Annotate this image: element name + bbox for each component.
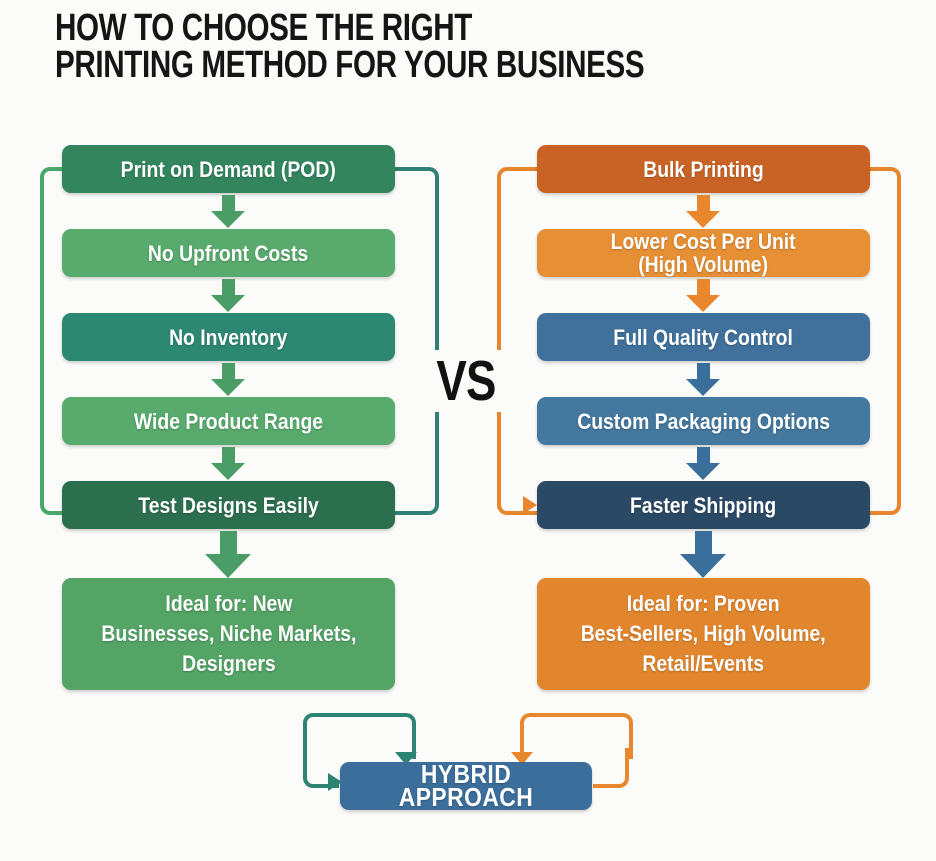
arrow-stem [221,363,235,379]
box-label: Faster Shipping [630,492,777,518]
box-label: Print on Demand (POD) [120,156,337,182]
box-label: No Upfront Costs [148,240,309,266]
connector-hybrid-arrowhead-icon [328,773,342,791]
box-label: Bulk Printing [643,156,764,182]
box-faster-shipping: Faster Shipping [537,481,870,529]
box-label: HYBRID APPROACH [398,759,534,812]
arrow-down-icon [211,195,245,228]
connector-hybrid-right-line [520,713,633,759]
connector-hybrid-arrowhead-icon [395,752,417,765]
connector-hybrid-arrowhead-icon [511,752,533,765]
vs-label: VS [424,349,508,413]
arrow-head [686,211,720,228]
box-no-inventory: No Inventory [62,313,395,361]
box-label: Full Quality Control [613,324,794,350]
connector-bulk-arrowhead-icon [523,496,537,514]
arrow-head [205,554,251,578]
box-ideal-for-bulk: Ideal for: Proven Best-Sellers, High Vol… [537,578,870,690]
arrow-down-icon [686,195,720,228]
arrow-stem [219,531,237,554]
arrow-head [686,463,720,480]
arrow-stem [696,363,710,379]
arrow-down-icon [211,363,245,396]
box-hybrid-approach: HYBRID APPROACH [340,759,592,812]
connector-hybrid-left-line [303,713,416,759]
connector-hybrid-right-line [593,748,629,788]
arrow-head [686,295,720,312]
box-lower-cost-per-unit: Lower Cost Per Unit (High Volume) [537,229,870,277]
box-label: Ideal for: Proven Best-Sellers, High Vol… [581,591,826,676]
infographic-title: HOW TO CHOOSE THE RIGHT PRINTING METHOD … [55,7,645,86]
arrow-stem [696,195,710,211]
box-test-designs-easily: Test Designs Easily [62,481,395,529]
arrow-head [211,211,245,228]
arrow-head [211,379,245,396]
connector-hybrid-left-line [303,748,339,788]
box-label: Test Designs Easily [138,492,319,518]
connector-pod-left-line [40,167,66,515]
box-bulk-printing: Bulk Printing [537,145,870,193]
box-label: Ideal for: New Businesses, Niche Markets… [100,591,357,676]
arrow-head [680,554,726,578]
box-no-upfront-costs: No Upfront Costs [62,229,395,277]
connector-bulk-left-line [497,167,541,515]
arrow-down-icon [686,279,720,312]
arrow-stem [221,279,235,295]
box-label: No Inventory [169,324,288,350]
arrow-down-icon [211,447,245,480]
arrow-head [211,295,245,312]
box-label: Lower Cost Per Unit (High Volume) [610,229,797,277]
box-full-quality-control: Full Quality Control [537,313,870,361]
connector-pod-right-line [395,167,439,515]
arrow-stem [696,279,710,295]
arrow-head [686,379,720,396]
arrow-stem [696,447,710,463]
box-wide-product-range: Wide Product Range [62,397,395,445]
arrow-down-icon [686,447,720,480]
box-ideal-for-pod: Ideal for: New Businesses, Niche Markets… [62,578,395,690]
arrow-down-icon [211,279,245,312]
box-print-on-demand: Print on Demand (POD) [62,145,395,193]
arrow-stem [221,447,235,463]
arrow-down-icon [205,531,251,578]
box-label: Custom Packaging Options [577,408,830,434]
arrow-stem [694,531,712,554]
vs-text: VS [436,349,496,413]
box-label: Wide Product Range [133,408,324,434]
box-custom-packaging-options: Custom Packaging Options [537,397,870,445]
connector-bulk-right-line [870,167,901,515]
arrow-down-icon [686,363,720,396]
arrow-down-icon [680,531,726,578]
arrow-head [211,463,245,480]
arrow-stem [221,195,235,211]
